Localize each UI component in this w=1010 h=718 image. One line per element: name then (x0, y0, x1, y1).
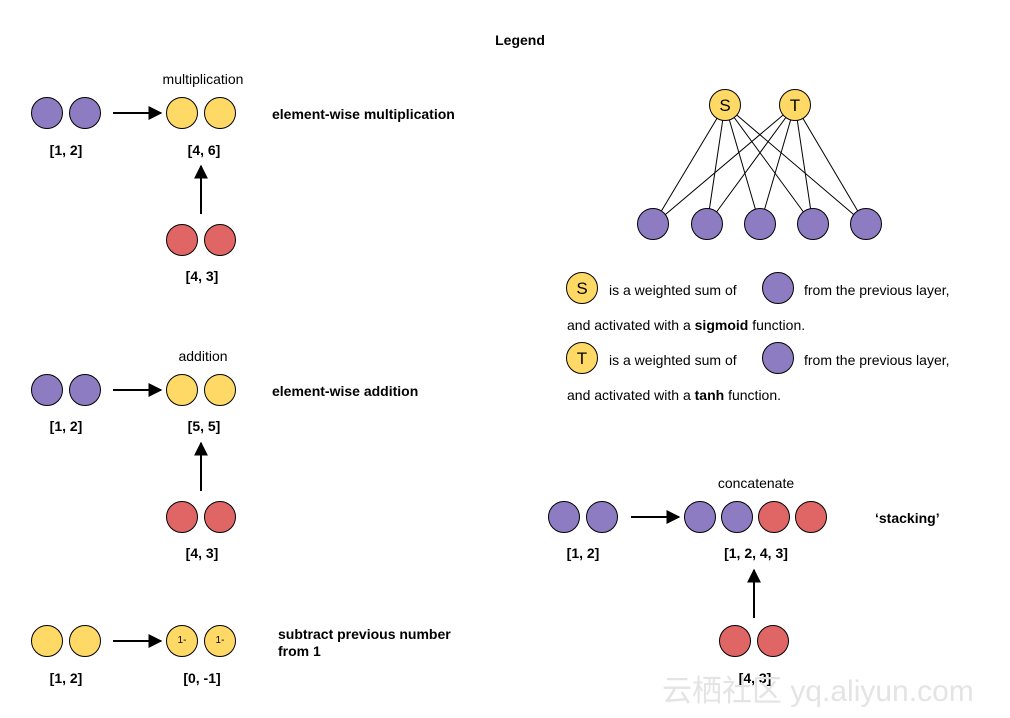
concat-input-circle-1 (548, 501, 580, 533)
explain-tanh-word: tanh (694, 387, 725, 403)
sub-input-label: [1, 2] (49, 670, 83, 686)
explain-activated-with-1: and activated with a (567, 317, 691, 333)
explain-t-weighted-sum: is a weighted sum of (609, 352, 737, 368)
add-input-label: [1, 2] (49, 418, 83, 434)
network-input-node-3 (744, 208, 776, 240)
explain-s-purple-node (762, 272, 794, 304)
explain-function-2: function. (728, 387, 782, 403)
concat-output-label: [1, 2, 4, 3] (724, 545, 788, 561)
concat-op-label: concatenate (717, 475, 795, 491)
add-second-label: [4, 3] (185, 545, 219, 561)
explain-function-1: function. (752, 317, 806, 333)
explain-s-from-previous: from the previous layer, (804, 282, 950, 298)
explain-s-symbol: S (566, 272, 598, 304)
concat-output-circle-2 (721, 501, 753, 533)
explain-sigmoid-line: and activated with a sigmoid function. (567, 317, 805, 333)
concat-output-circle-3 (758, 501, 790, 533)
add-input-circle-2 (69, 374, 101, 406)
add-description: element-wise addition (272, 383, 419, 399)
mult-output-label: [4, 6] (187, 142, 221, 158)
explain-s-weighted-sum: is a weighted sum of (609, 282, 737, 298)
explain-t-from-previous: from the previous layer, (804, 352, 950, 368)
add-output-circle-2 (204, 374, 236, 406)
add-second-circle-1 (166, 501, 198, 533)
add-input-circle-1 (31, 374, 63, 406)
concat-output-circle-4 (795, 501, 827, 533)
sub-input-circle-2 (69, 625, 101, 657)
explain-t-purple-node (762, 342, 794, 374)
network-input-node-5 (850, 208, 882, 240)
mult-output-circle-1 (166, 97, 198, 129)
mult-input-label: [1, 2] (49, 142, 83, 158)
mult-input-circle-2 (69, 97, 101, 129)
mult-second-label: [4, 3] (185, 268, 219, 284)
network-t-node: T (779, 89, 811, 121)
network-t-label: T (789, 96, 801, 115)
watermark: 云栖社区 yq.aliyun.com (662, 675, 974, 708)
sub-cell-text-1: 1- (177, 635, 187, 646)
mult-description: element-wise multiplication (272, 106, 455, 122)
add-op-label: addition (178, 348, 228, 364)
sub-output-label: [0, -1] (183, 670, 221, 686)
sub-output-circle-1: 1- (166, 625, 198, 657)
network-input-node-4 (797, 208, 829, 240)
sub-description-line2: from 1 (278, 643, 321, 659)
concat-input-label: [1, 2] (566, 545, 600, 561)
explain-s-label: S (576, 279, 588, 298)
concat-description: ‘stacking’ (875, 510, 940, 526)
mult-second-circle-2 (204, 224, 236, 256)
explain-activated-with-2: and activated with a (567, 387, 691, 403)
add-second-circle-2 (204, 501, 236, 533)
concat-second-circle-1 (719, 625, 751, 657)
sub-description-line1: subtract previous number (278, 626, 451, 642)
concat-output-circle-1 (684, 501, 716, 533)
concat-second-circle-2 (757, 625, 789, 657)
mult-op-label: multiplication (162, 71, 244, 87)
mult-output-circle-2 (204, 97, 236, 129)
legend-title: Legend (495, 32, 545, 48)
mult-input-circle-1 (31, 97, 63, 129)
sub-cell-text-2: 1- (215, 635, 225, 646)
concat-second-label: [4, 3] (738, 670, 772, 686)
explain-t-symbol: T (566, 342, 598, 374)
add-output-label: [5, 5] (187, 418, 221, 434)
concat-input-circle-2 (586, 501, 618, 533)
network-s-label: S (719, 96, 731, 115)
mult-second-circle-1 (166, 224, 198, 256)
network-input-node-2 (691, 208, 723, 240)
explain-sigmoid-word: sigmoid (694, 317, 749, 333)
sub-input-circle-1 (31, 625, 63, 657)
explain-tanh-line: and activated with a tanh function. (567, 387, 781, 403)
network-connections (652, 104, 867, 226)
add-output-circle-1 (166, 374, 198, 406)
sub-output-circle-2: 1- (204, 625, 236, 657)
network-input-node-1 (637, 208, 669, 240)
explain-t-label: T (576, 349, 588, 368)
network-s-node: S (709, 89, 741, 121)
